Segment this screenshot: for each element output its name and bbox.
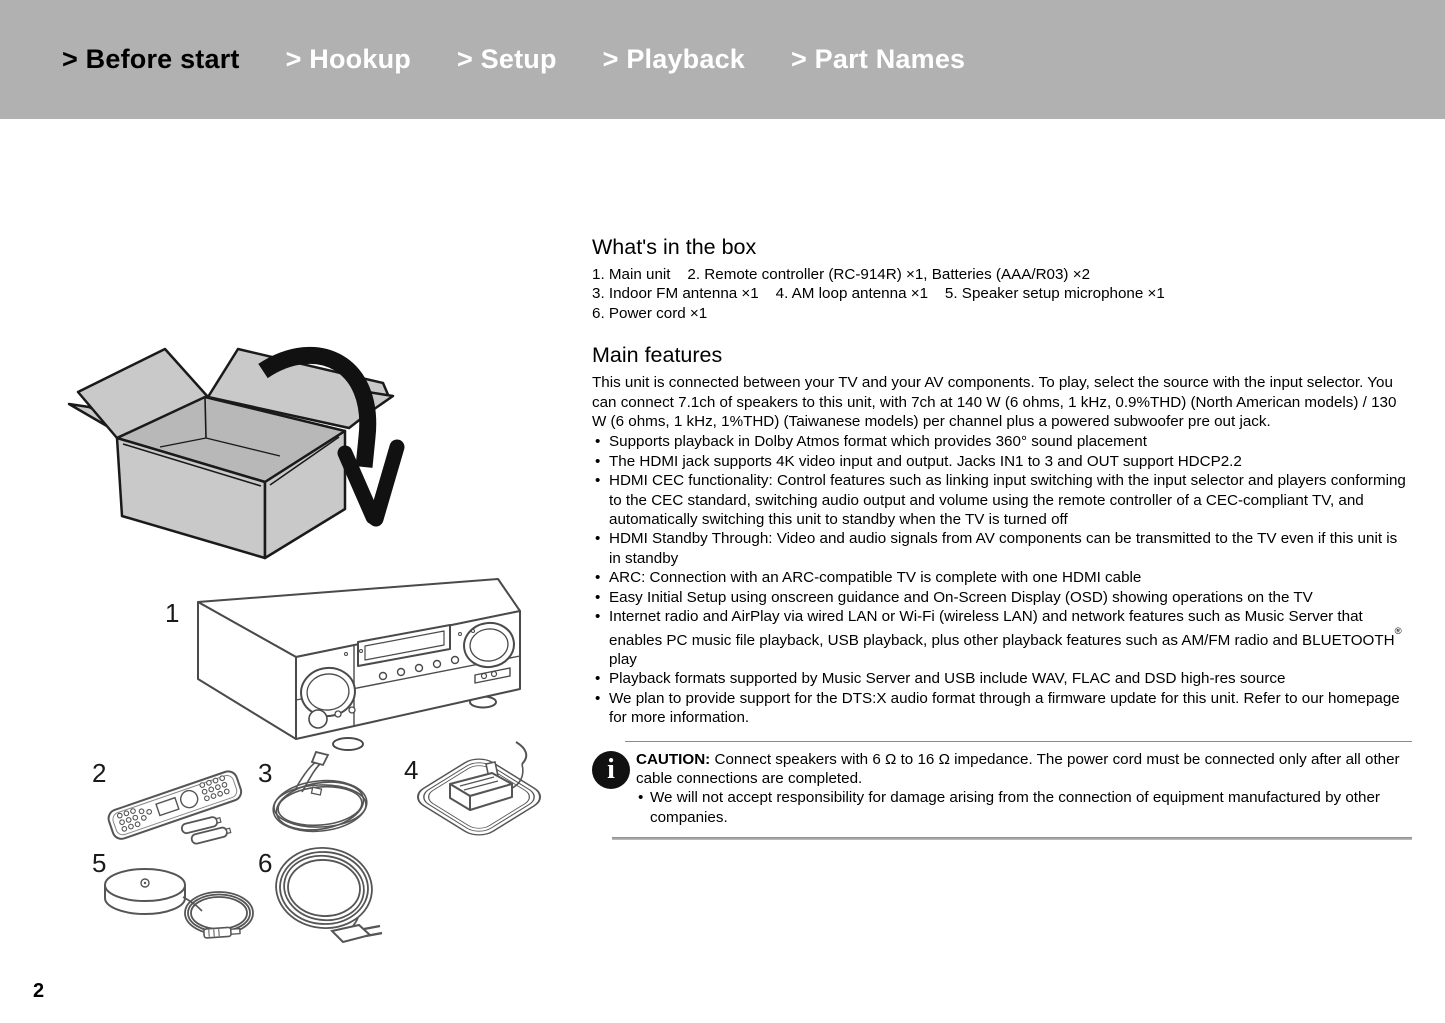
- figure-label-5: 5: [92, 848, 107, 878]
- feature-item: Supports playback in Dolby Atmos format …: [592, 432, 1412, 452]
- power-cord-illustration: [262, 840, 390, 955]
- caution-bottom-rule: [612, 837, 1412, 841]
- top-navbar: > Before start > Hookup > Setup > Playba…: [0, 0, 1445, 119]
- nav-tab-hookup[interactable]: > Hookup: [285, 44, 411, 74]
- box-contents-line: 6. Power cord ×1: [592, 304, 708, 322]
- feature-item: Internet radio and AirPlay via wired LAN…: [592, 607, 1412, 669]
- open-box-illustration: [55, 335, 480, 570]
- remote-controller-illustration: [95, 762, 265, 847]
- figure-label-6: 6: [258, 848, 273, 878]
- feature-item: We plan to provide support for the DTS:X…: [592, 689, 1412, 728]
- batteries-icon: [180, 816, 232, 845]
- figure-label-2: 2: [92, 758, 107, 788]
- nav-tab-before-start[interactable]: > Before start: [62, 44, 240, 74]
- feature-item: HDMI Standby Through: Video and audio si…: [592, 529, 1412, 568]
- figure-label-4: 4: [404, 755, 419, 785]
- am-loop-antenna-illustration: [398, 740, 563, 850]
- nav-tab-setup[interactable]: > Setup: [456, 44, 557, 74]
- unpack-arrow-icon: [258, 347, 405, 527]
- feature-item: Easy Initial Setup using onscreen guidan…: [592, 588, 1412, 608]
- whats-in-box-title: What's in the box: [592, 235, 757, 259]
- feature-item: ARC: Connection with an ARC-compatible T…: [592, 568, 1412, 588]
- caution-note: i CAUTION: Connect speakers with 6 Ω to …: [592, 740, 1412, 841]
- box-contents-line: 3. Indoor FM antenna ×1 4. AM loop anten…: [592, 285, 1165, 303]
- box-contents-line: 1. Main unit 2. Remote controller (RC-91…: [592, 266, 1091, 283]
- figure-label-3: 3: [258, 758, 273, 788]
- figure-label-1: 1: [165, 598, 180, 628]
- fm-antenna-illustration: [256, 750, 386, 842]
- main-features-intro: This unit is connected between your TV a…: [592, 374, 1397, 431]
- caution-top-rule: [625, 740, 1412, 742]
- page-number: 2: [33, 980, 45, 1002]
- feature-item: The HDMI jack supports 4K video input an…: [592, 452, 1412, 472]
- nav-tab-playback[interactable]: > Playback: [602, 44, 746, 74]
- nav-tab-part-names[interactable]: > Part Names: [791, 44, 966, 74]
- main-features-list: Supports playback in Dolby Atmos format …: [592, 432, 1412, 727]
- registered-trademark-symbol: ®: [1394, 625, 1402, 637]
- setup-microphone-illustration: [88, 853, 263, 945]
- feature-item: Playback formats supported by Music Serv…: [592, 669, 1412, 689]
- caution-sub-item: We will not accept responsibility for da…: [636, 788, 1412, 827]
- info-icon: i: [592, 750, 630, 789]
- main-unit-illustration: [158, 572, 568, 762]
- content-column: What's in the box 1. Main unit 2. Remote…: [592, 234, 1412, 841]
- caution-text: CAUTION: Connect speakers with 6 Ω to 16…: [636, 750, 1400, 787]
- main-features-title: Main features: [592, 343, 723, 368]
- feature-item: HDMI CEC functionality: Control features…: [592, 471, 1412, 529]
